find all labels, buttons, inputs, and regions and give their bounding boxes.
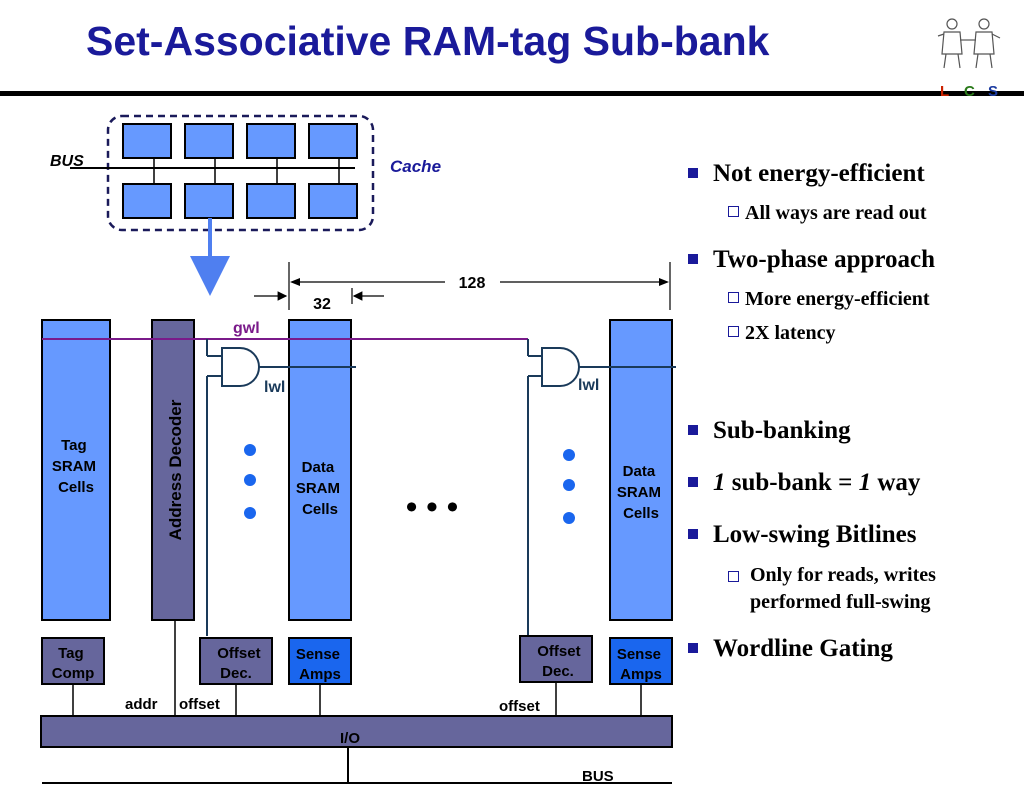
horizontal-ellipsis: • • •	[406, 489, 459, 526]
bullet-wordline-gating: Wordline Gating	[688, 635, 893, 663]
bullet-one-sub-bank: 1 sub-bank = 1 way	[688, 469, 920, 497]
dimension-128-label: 128	[459, 275, 486, 292]
cache-label: Cache	[390, 157, 441, 176]
bullet-low-swing: Low-swing Bitlines	[688, 521, 917, 549]
hollow-square-icon	[728, 292, 739, 303]
bullet-square-icon	[688, 254, 698, 264]
logo-letter-s: S	[988, 83, 999, 100]
and-gate-left	[206, 339, 356, 387]
offset-dec-right-label: Offset Dec.	[537, 643, 585, 680]
logo-letter-l: L	[940, 83, 950, 100]
bullet-square-icon	[688, 168, 698, 178]
io-block	[40, 715, 673, 748]
one-sub-bank-text: 1 sub-bank = 1 way	[713, 469, 921, 496]
hollow-square-icon	[728, 206, 739, 217]
and-gate-right	[527, 339, 676, 387]
cache-bank-4	[308, 123, 358, 159]
dimension-32: 32	[254, 288, 384, 313]
vertical-dots-left	[244, 444, 256, 519]
bullet-square-icon	[688, 477, 698, 487]
bullet-two-phase: Two-phase approach	[688, 246, 935, 274]
sub-bullet-more-energy: More energy-efficient	[728, 286, 930, 313]
offset-dec-left-label: Offset Dec.	[217, 645, 265, 682]
io-label: I/O	[340, 730, 360, 747]
cache-bank-1	[122, 123, 172, 159]
bullet-square-icon	[688, 529, 698, 539]
tag-sram-cells	[41, 319, 111, 621]
cache-bank-2	[184, 123, 234, 159]
data-sram-cells-right	[609, 319, 673, 621]
address-decoder	[151, 319, 195, 621]
logo-figures-icon	[937, 18, 1001, 69]
cache-bank-7	[246, 183, 296, 219]
offset-label-right: offset	[499, 698, 540, 715]
lwl-label-right: lwl	[578, 377, 599, 394]
bullet-square-icon	[688, 643, 698, 653]
title-divider	[0, 91, 1024, 96]
cache-inset: BUS Cache	[50, 114, 441, 232]
bullet-square-icon	[688, 425, 698, 435]
lwl-label-left: lwl	[264, 379, 285, 396]
addr-label: addr	[125, 696, 158, 713]
lcs-logo: L C S	[930, 14, 1010, 100]
bullet-not-energy-efficient: Not energy-efficient	[688, 160, 925, 188]
sub-bank-diagram: BUS Cache 128 32 Tag SRAM Cells Address …	[40, 114, 676, 785]
io-connectors	[72, 620, 642, 716]
offset-label-left: offset	[179, 696, 220, 713]
offset-dec-right	[519, 635, 593, 683]
cache-bank-6	[184, 183, 234, 219]
cache-bus-label: BUS	[50, 153, 84, 170]
hollow-square-icon	[728, 571, 739, 582]
data-sram-cells-left	[288, 319, 352, 621]
cache-boundary	[106, 114, 375, 232]
vertical-dots-right	[563, 449, 575, 524]
tag-sram-label: Tag SRAM Cells	[52, 437, 100, 496]
bottom-bus-label: BUS	[582, 768, 614, 785]
cache-bank-8	[308, 183, 358, 219]
slide-title: Set-Associative RAM-tag Sub-bank	[86, 18, 770, 64]
dimension-128: 128	[288, 262, 671, 310]
offset-dec-left	[199, 637, 273, 685]
bullet-sub-banking: Sub-banking	[688, 417, 851, 445]
logo-letter-c: C	[964, 83, 975, 100]
hollow-square-icon	[728, 326, 739, 337]
sense-amps-left-label: Sense Amps	[296, 646, 344, 683]
tag-comp-label: Tag Comp	[52, 645, 95, 682]
sub-bullet-only-reads: Only for reads, writes performed full-sw…	[728, 562, 978, 616]
data-sram-label-right: Data SRAM Cells	[617, 463, 665, 522]
sense-amps-left	[288, 637, 352, 685]
cache-bank-3	[246, 123, 296, 159]
dimension-32-label: 32	[313, 296, 331, 313]
gwl-label: gwl	[233, 320, 260, 337]
address-decoder-label: Address Decoder	[166, 399, 185, 540]
sub-bullet-all-ways: All ways are read out	[728, 200, 926, 227]
sub-bullet-latency: 2X latency	[728, 320, 836, 347]
cache-bank-5	[122, 183, 172, 219]
data-sram-label-left: Data SRAM Cells	[296, 459, 344, 518]
sense-amps-right-label: Sense Amps	[617, 646, 665, 683]
